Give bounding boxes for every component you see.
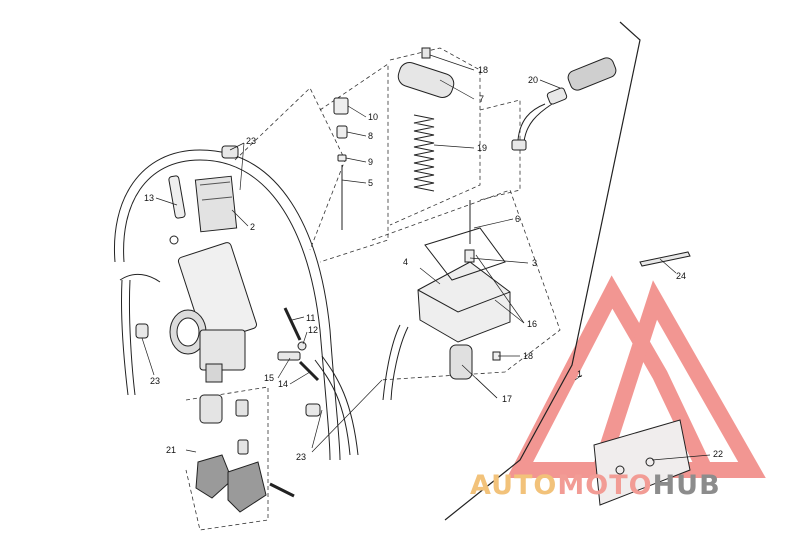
callout-23-top: 23 — [246, 136, 256, 146]
callout-3: 3 — [532, 258, 537, 268]
callout-22: 22 — [713, 449, 723, 459]
watermark-auto: AUTO — [470, 470, 558, 501]
callout-18-top: 18 — [478, 65, 488, 75]
clips — [135, 145, 321, 417]
callout-5: 5 — [368, 178, 373, 188]
callout-2: 2 — [250, 222, 255, 232]
watermark-moto: MOTO — [557, 470, 653, 501]
callout-13: 13 — [144, 193, 154, 203]
callout-16: 16 — [527, 319, 537, 329]
throttle-cable — [511, 57, 617, 151]
bracket-plate — [593, 419, 691, 506]
callout-24: 24 — [676, 271, 686, 281]
leader-lines — [141, 54, 711, 461]
sheet-boundary-line — [444, 21, 641, 521]
callout-6: 6 — [515, 214, 520, 224]
callout-18-bottom: 18 — [523, 351, 533, 361]
callout-10: 10 — [368, 112, 378, 122]
callout-1: 1 — [577, 369, 582, 379]
watermark-hub: HUB — [652, 470, 721, 501]
callout-21: 21 — [166, 445, 176, 455]
callout-17: 17 — [502, 394, 512, 404]
carburettor-body — [169, 175, 257, 383]
callout-11: 11 — [306, 313, 315, 323]
callout-23-left: 23 — [150, 376, 160, 386]
top-cap — [397, 47, 455, 98]
callout-20: 20 — [528, 75, 538, 85]
callout-4: 4 — [403, 257, 408, 267]
callout-12: 12 — [308, 325, 318, 335]
spring — [413, 114, 435, 192]
needle-parts — [168, 97, 349, 245]
callout-8: 8 — [368, 131, 373, 141]
callout-14: 14 — [278, 379, 288, 389]
callout-9: 9 — [368, 157, 373, 167]
watermark-text: AUTOMOTOHUB — [470, 470, 721, 501]
callout-23-bottom: 23 — [296, 452, 306, 462]
callout-7: 7 — [479, 94, 484, 104]
tubes — [113, 149, 409, 461]
callout-labels: 18 7 10 8 9 5 19 20 23 13 2 6 3 4 16 24 … — [144, 65, 723, 462]
pump-group — [195, 394, 295, 513]
callout-15: 15 — [264, 373, 274, 383]
callout-19: 19 — [477, 143, 487, 153]
float-bowl — [417, 200, 511, 380]
